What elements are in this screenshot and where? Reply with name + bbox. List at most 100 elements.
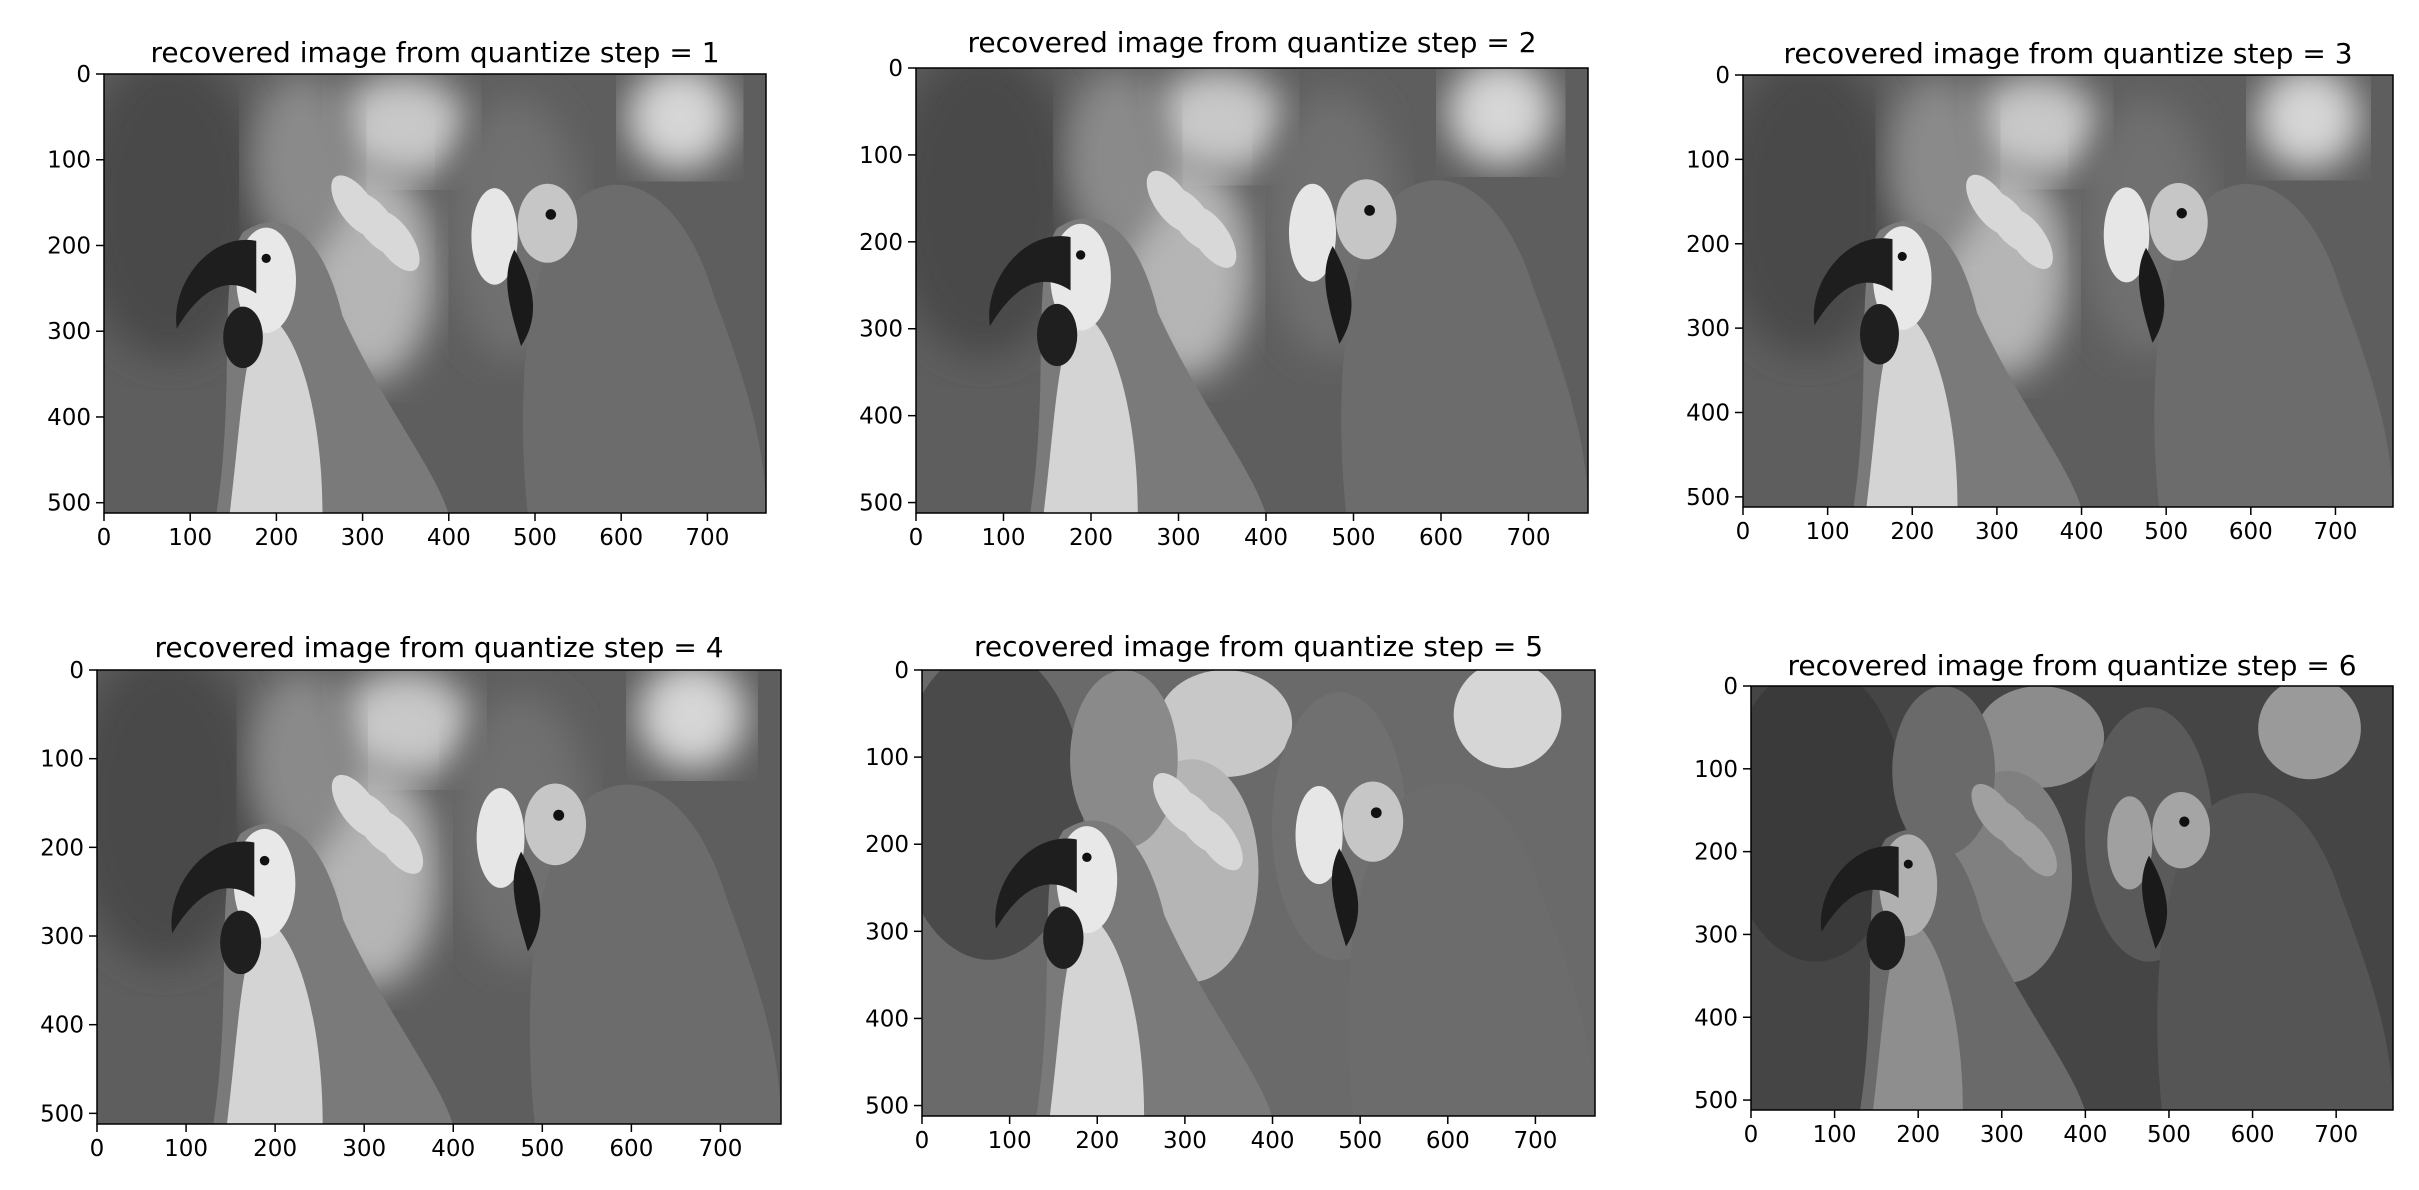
x-tick-label: 100: [1806, 519, 1850, 545]
y-tick-label: 100: [40, 747, 84, 773]
x-tick-label: 700: [685, 525, 729, 551]
image-area: [916, 68, 1588, 513]
x-tick-label: 700: [2314, 1122, 2358, 1148]
image-region: [1743, 75, 1899, 356]
image-region: [1063, 68, 1172, 246]
y-tick-label: 200: [859, 230, 903, 256]
image-region: [2103, 187, 2150, 283]
image-region: [1036, 303, 1078, 367]
y-tick-label: 500: [1694, 1088, 1738, 1114]
x-tick-label: 400: [1251, 1128, 1295, 1154]
image-region: [1975, 686, 2105, 788]
image-region: [1049, 915, 1145, 1116]
image-region: [370, 210, 420, 272]
image-region: [1325, 246, 1352, 344]
x-tick-label: 0: [90, 1136, 105, 1162]
image-region: [1075, 250, 1086, 260]
image-region: [1364, 205, 1375, 216]
image-area: [97, 670, 781, 1124]
axes-frame: [96, 669, 782, 1125]
x-tick-label: 600: [599, 525, 643, 551]
image-region: [1347, 782, 1595, 1116]
y-tick-label: 0: [1715, 63, 1730, 89]
y-tick-label: 0: [894, 658, 909, 684]
image-region: [2005, 209, 2053, 269]
image-region: [261, 253, 271, 264]
image-region: [2176, 208, 2187, 219]
y-tick-label: 300: [865, 919, 909, 945]
x-tick-label: 600: [1426, 1128, 1470, 1154]
image-region: [545, 209, 557, 220]
image-region: [916, 68, 1078, 358]
x-tick-label: 200: [1075, 1128, 1119, 1154]
image-region: [1187, 206, 1237, 268]
x-tick-label: 300: [1980, 1122, 2024, 1148]
image-region: [226, 919, 323, 1124]
y-tick-label: 400: [859, 404, 903, 430]
x-tick-label: 300: [341, 525, 385, 551]
image-region: [97, 670, 262, 966]
image-region: [513, 851, 541, 952]
y-tick-label: 400: [47, 405, 91, 431]
image-region: [1331, 848, 1359, 947]
axes-frame: [103, 73, 767, 514]
image-region: [1886, 75, 1990, 248]
image-region: [1341, 180, 1588, 513]
image-region: [104, 74, 263, 360]
image-region: [2142, 855, 2168, 949]
x-tick-label: 500: [1332, 525, 1376, 551]
image-region: [1342, 781, 1404, 862]
image-region: [1897, 251, 1907, 261]
x-tick-label: 700: [698, 1136, 742, 1162]
image-region: [1751, 686, 1906, 962]
image-region: [1866, 312, 1958, 507]
y-tick-label: 400: [1686, 401, 1730, 427]
y-tick-label: 300: [40, 924, 84, 950]
image-region: [1970, 75, 2101, 179]
x-tick-label: 500: [2144, 519, 2188, 545]
image-region: [524, 783, 587, 866]
x-tick-label: 200: [1890, 519, 1934, 545]
image-region: [626, 74, 733, 171]
panel-title: recovered image from quantize step = 3: [1783, 37, 2352, 70]
image-region: [471, 188, 518, 285]
image-region: [2138, 247, 2165, 343]
x-tick-label: 400: [1244, 525, 1288, 551]
image-region: [989, 236, 1071, 327]
x-tick-label: 600: [609, 1136, 653, 1162]
x-tick-label: 100: [982, 525, 1026, 551]
y-tick-label: 500: [40, 1101, 84, 1127]
image-region: [637, 670, 747, 770]
image-region: [1082, 852, 1092, 863]
y-tick-label: 0: [888, 56, 903, 82]
y-tick-label: 200: [1686, 232, 1730, 258]
x-tick-label: 200: [254, 525, 298, 551]
image-area: [922, 670, 1595, 1116]
axes-frame: [1742, 74, 2394, 508]
image-region: [171, 841, 255, 934]
image-region: [995, 838, 1077, 929]
x-tick-label: 0: [915, 1128, 930, 1154]
image-region: [220, 910, 262, 975]
image-area: [1743, 75, 2393, 507]
x-tick-label: 600: [2231, 1122, 2275, 1148]
x-tick-label: 500: [1338, 1128, 1382, 1154]
axes-frame: [915, 67, 1589, 514]
image-region: [1070, 670, 1178, 849]
image-region: [522, 184, 766, 513]
x-tick-label: 700: [2313, 519, 2357, 545]
image-region: [517, 183, 578, 263]
image-region: [2009, 817, 2057, 877]
panel-title: recovered image from quantize step = 1: [150, 36, 719, 69]
x-tick-label: 300: [342, 1136, 386, 1162]
image-region: [922, 670, 1084, 960]
image-region: [1820, 846, 1899, 932]
image-region: [1288, 183, 1336, 282]
x-tick-label: 0: [97, 525, 112, 551]
image-region: [1043, 312, 1138, 513]
image-area: [104, 74, 766, 513]
x-tick-label: 500: [513, 525, 557, 551]
x-tick-label: 400: [2060, 519, 2104, 545]
